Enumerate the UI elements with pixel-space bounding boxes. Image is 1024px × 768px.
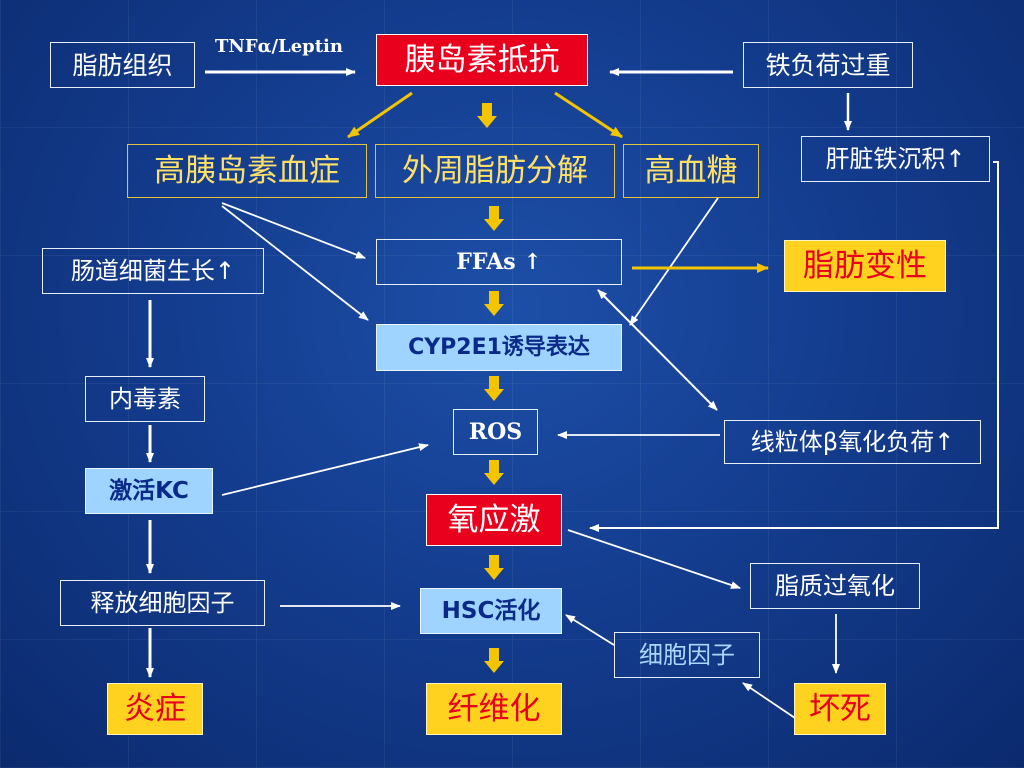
node-activate-kc: 激活KC — [85, 468, 213, 514]
arrow-cyp-to-ros — [484, 376, 504, 401]
node-necrosis: 坏死 — [794, 683, 886, 735]
node-ffas: FFAs ↑ — [376, 239, 622, 285]
node-release-cytokines: 释放细胞因子 — [60, 580, 265, 626]
arrow-ros-to-oxstress — [484, 460, 504, 485]
arrow-oxstress-to-lipidperox — [567, 529, 741, 589]
node-hsc-activation: HSC活化 — [420, 588, 562, 634]
arrow-oxstress-to-hsc — [484, 555, 504, 580]
node-endotoxin: 内毒素 — [85, 376, 205, 422]
arrow-necrosis-to-cytokines — [742, 682, 796, 719]
node-peripheral-lipolysis: 外周脂肪分解 — [375, 144, 615, 198]
arrow-lipolysis-to-ffas — [484, 206, 504, 231]
node-insulin-resistance: 胰岛素抵抗 — [376, 34, 588, 86]
node-cytokines: 细胞因子 — [614, 632, 760, 678]
node-hyperglycemia: 高血糖 — [623, 144, 759, 198]
arrow-ffas-to-cyp — [484, 291, 504, 316]
arrow-hyperglycemia-to-cyp — [629, 197, 719, 326]
label-tnf-leptin: TNFα/Leptin — [215, 36, 343, 57]
arrow-liver-to-oxstress — [589, 161, 999, 532]
node-lipid-peroxidation: 脂质过氧化 — [750, 563, 920, 609]
node-mito-beta-oxidation: 线粒体β氧化负荷↑ — [724, 420, 981, 464]
node-inflammation: 炎症 — [107, 683, 203, 735]
arrow-ir-to-hyperins — [347, 91, 413, 139]
node-cyp2e1: CYP2E1诱导表达 — [376, 324, 622, 371]
arrow-cytokines-to-hsc — [565, 614, 615, 646]
node-adipose-tissue: 脂肪组织 — [50, 42, 195, 88]
node-hepatic-iron: 肝脏铁沉积↑ — [801, 136, 990, 182]
node-iron-overload: 铁负荷过重 — [743, 42, 913, 88]
arrow-kc-to-ros — [221, 443, 429, 496]
node-ros: ROS — [453, 409, 538, 455]
node-gut-bacteria: 肠道细菌生长↑ — [42, 248, 264, 294]
arrow-ir-to-lipolysis — [477, 103, 497, 128]
node-steatosis: 脂肪变性 — [784, 240, 946, 292]
arrow-ir-to-hyperglycemia — [554, 91, 623, 139]
node-hyperinsulinemia: 高胰岛素血症 — [127, 144, 367, 198]
arrow-hsc-to-fibrosis — [484, 648, 504, 673]
node-oxidative-stress: 氧应激 — [426, 494, 562, 546]
node-fibrosis: 纤维化 — [426, 683, 562, 735]
